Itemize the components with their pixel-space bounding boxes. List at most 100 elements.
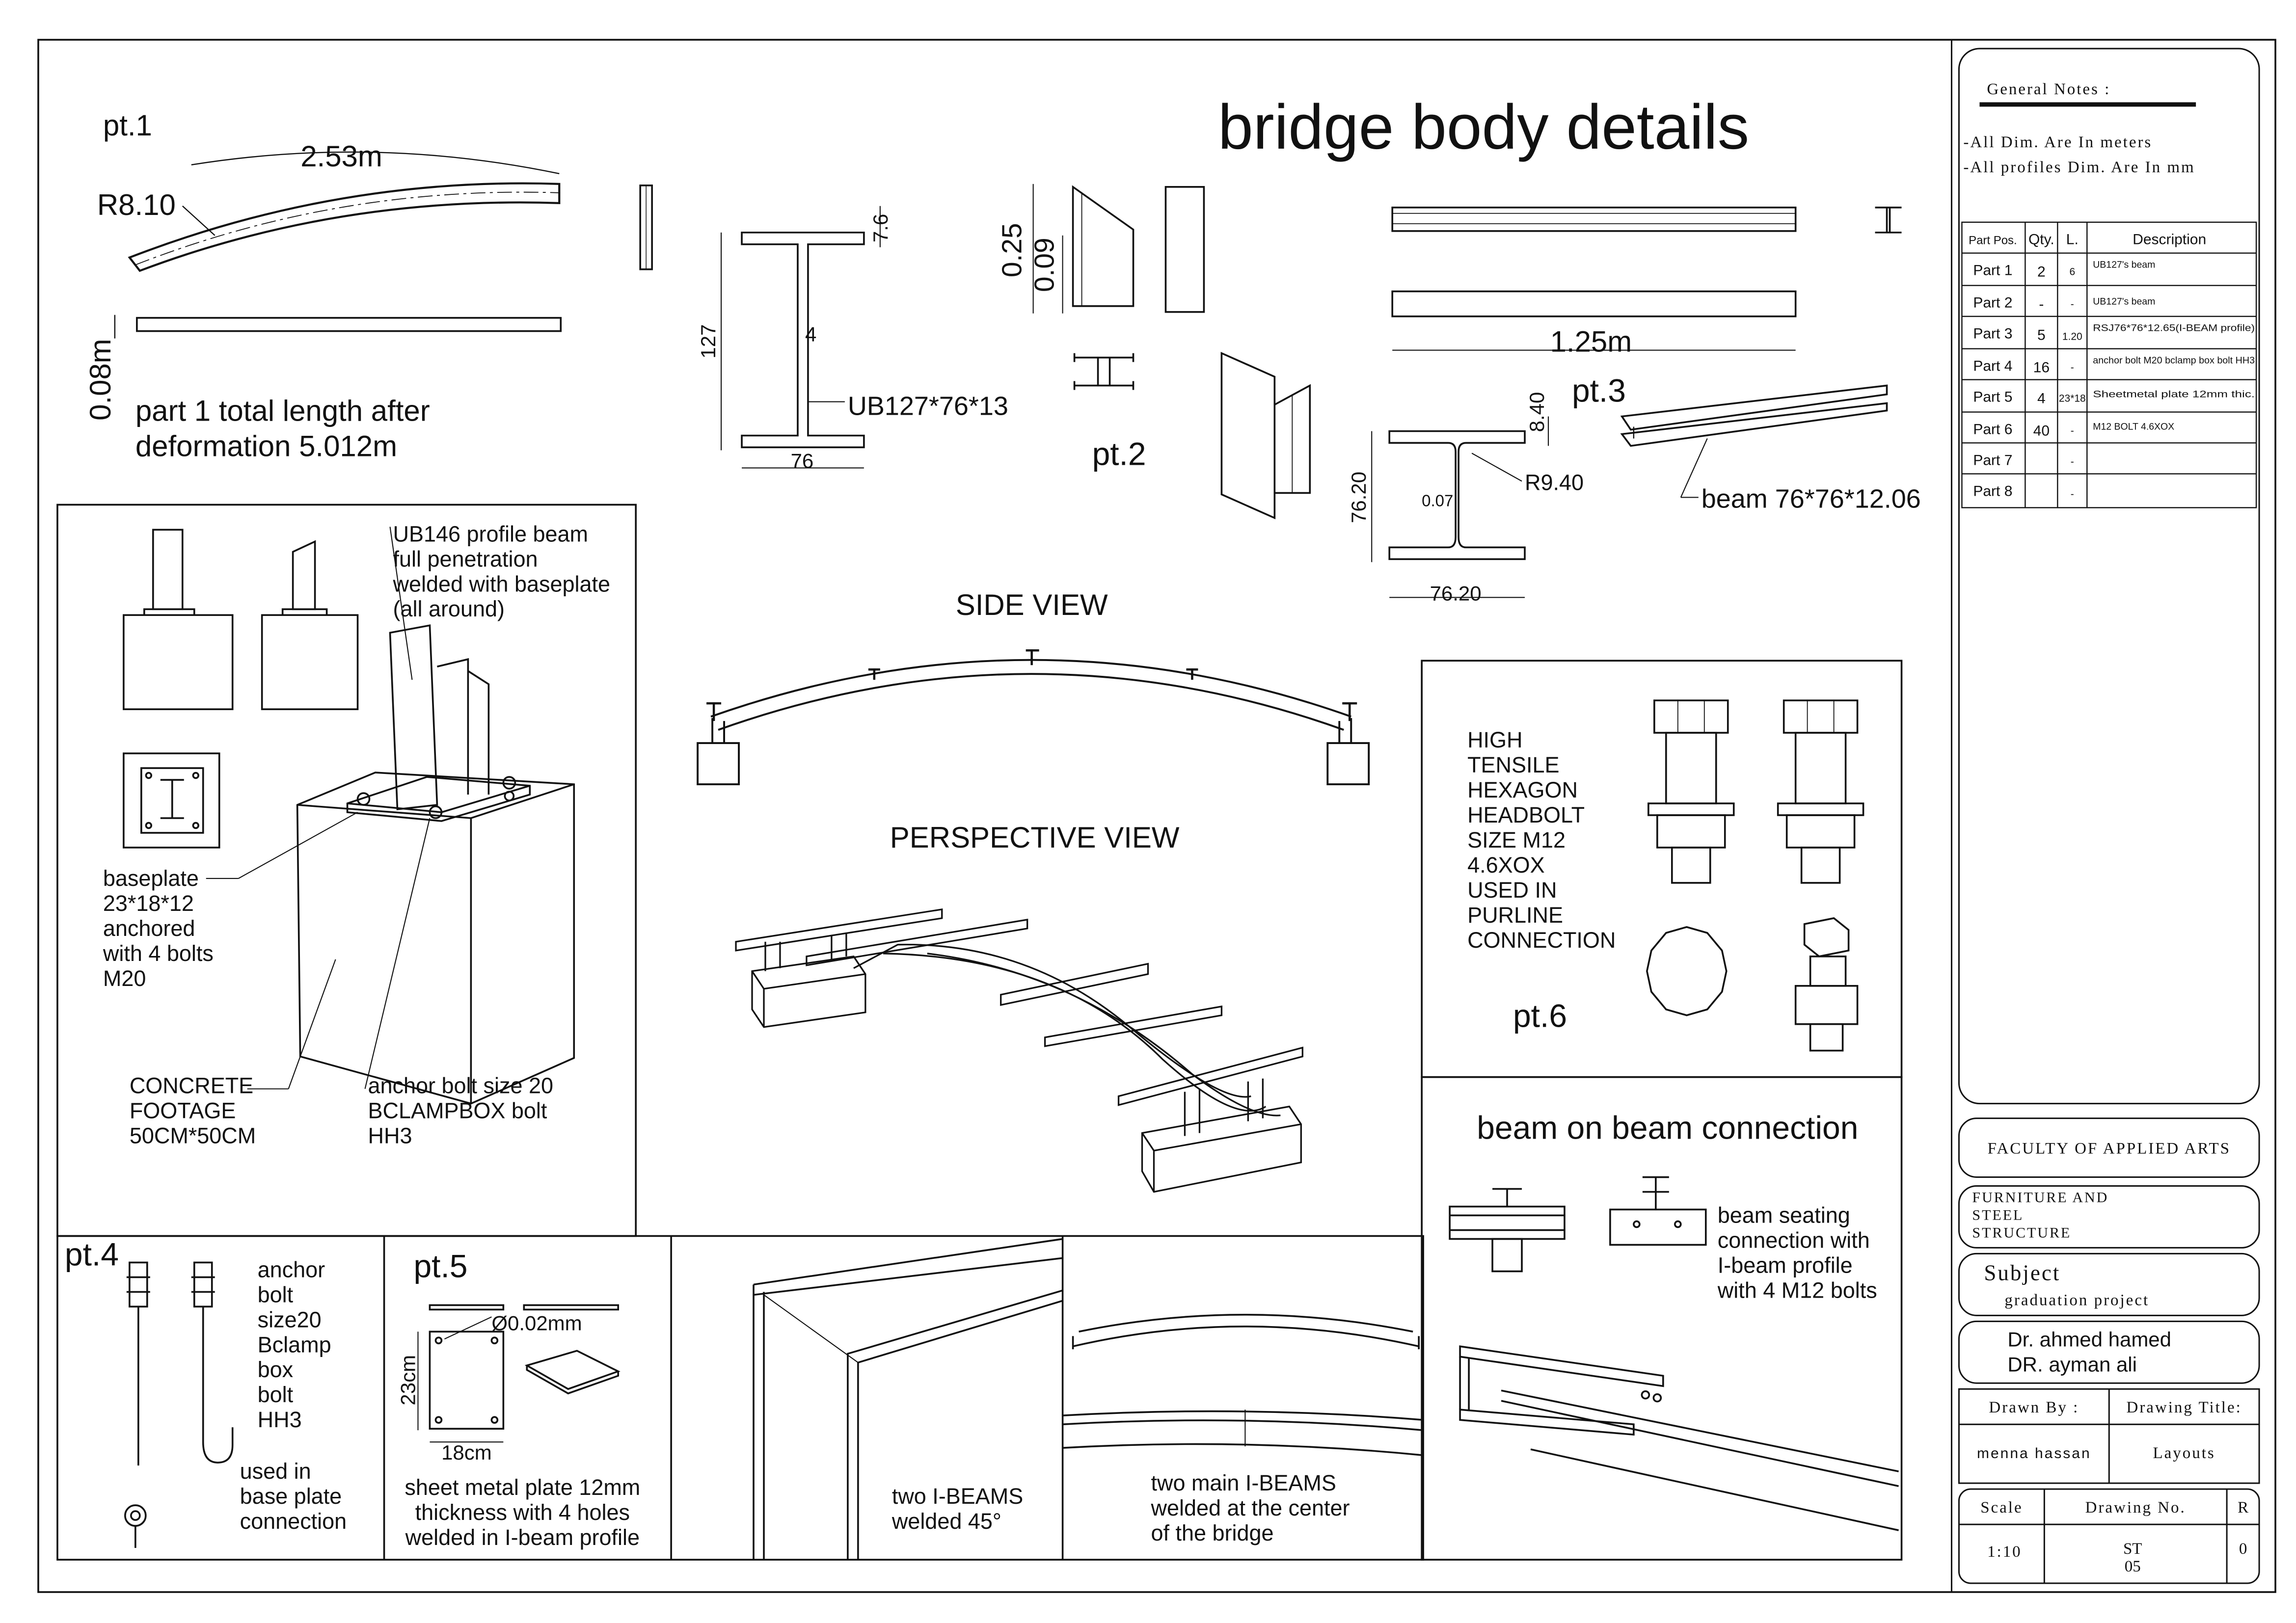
pt5-label: pt.5 — [413, 1248, 467, 1284]
beam-conn-text-4: with 4 M12 bolts — [1717, 1277, 1877, 1303]
tbl-r5-desc: Sheetmetal plate 12mm thic. — [2093, 389, 2255, 400]
pt3-label: pt.3 — [1572, 372, 1626, 409]
pt5-width: 18cm — [441, 1441, 492, 1464]
pt3-detail: 1.25m pt.3 beam 76*76*12.06 8.40 76.20 0… — [1347, 206, 1921, 605]
pt4-text-1: anchor — [258, 1257, 325, 1282]
pt6-text-8: PURLINE — [1467, 903, 1563, 928]
baseplate-3: anchored — [103, 916, 195, 941]
anchor-1: anchor bolt size 20 — [368, 1073, 553, 1098]
tbl-r3-len: 1.20 — [2062, 331, 2082, 343]
tbl-r8-len: - — [2071, 488, 2074, 500]
drawn-by-value: menna hassan — [1977, 1445, 2091, 1462]
ub-flange-dim: 7.6 — [869, 214, 892, 242]
bottom-strip: pt.4 anchor bolt size20 Bclamp box bolt … — [56, 1235, 1424, 1561]
perspective-view: PERSPECTIVE VIEW — [735, 821, 1303, 1193]
weld45-text-1: two I-BEAMS — [892, 1484, 1023, 1509]
tbl-head-len: L. — [2066, 232, 2079, 248]
drawing-no-value-2: 05 — [2125, 1558, 2141, 1575]
tbl-r3-pos: Part 3 — [1973, 326, 2012, 342]
dept-1: FURNITURE AND — [1972, 1189, 2108, 1205]
pt1-length-dim: 2.53m — [300, 140, 382, 173]
pt4-text-2: bolt — [258, 1282, 294, 1307]
pt6-text-2: TENSILE — [1467, 752, 1559, 777]
weld-center-text-3: of the bridge — [1151, 1520, 1273, 1545]
pt6-text-4: HEADBOLT — [1467, 802, 1585, 827]
pt4-used-2: base plate — [240, 1484, 342, 1509]
beam-connection-panel: beam on beam connection beam seating con… — [1421, 1076, 1903, 1561]
pt6-text-7: USED IN — [1467, 878, 1557, 903]
pt1-label: pt.1 — [103, 109, 152, 142]
ub-profile-name: UB127*76*13 — [848, 392, 1008, 421]
tbl-r4-len: - — [2071, 362, 2074, 373]
drawing-no-value-1: ST — [2123, 1540, 2142, 1558]
faculty-name: FACULTY OF APPLIED ARTS — [1988, 1140, 2231, 1158]
tbl-r2-len: - — [2071, 299, 2074, 310]
pt4-text-7: HH3 — [258, 1407, 302, 1432]
pt5-text-3: welded in I-beam profile — [405, 1525, 640, 1550]
title-block: General Notes : -All Dim. Are In meters … — [1958, 48, 2260, 1584]
tbl-r4-pos: Part 4 — [1973, 358, 2012, 374]
tbl-r6-qty: 40 — [2033, 423, 2050, 439]
sheet-border — [37, 39, 2276, 1593]
weld45-text-2: welded 45° — [891, 1509, 1001, 1534]
base-callout-1: UB146 profile beam — [393, 521, 588, 546]
tbl-r4-qty: 16 — [2033, 360, 2050, 376]
tbl-r6-desc: M12 BOLT 4.6XOX — [2093, 421, 2174, 432]
drawn-by-label: Drawn By : — [1989, 1399, 2079, 1416]
concrete-3: 50CM*50CM — [130, 1123, 256, 1148]
rev-label: R — [2238, 1499, 2248, 1517]
pt6-text-3: HEXAGON — [1467, 777, 1578, 802]
tbl-r5-pos: Part 5 — [1973, 389, 2012, 405]
base-callout-3: welded with baseplate — [392, 571, 610, 596]
dept-2: STEEL — [1972, 1207, 2024, 1223]
pt6-panel: HIGH TENSILE HEXAGON HEADBOLT SIZE M12 4… — [1421, 660, 1903, 1078]
beam-conn-text-1: beam seating — [1718, 1202, 1850, 1227]
tbl-r1-desc: UB127's beam — [2093, 260, 2155, 270]
pt3-web-dim: 0.07 — [1422, 491, 1453, 509]
ub-web-dim: 4 — [805, 323, 816, 346]
tbl-r7-len: - — [2071, 456, 2074, 467]
dept-3: STRUCTURE — [1972, 1224, 2071, 1241]
pt1-note-line1: part 1 total length after — [135, 395, 430, 427]
notes-heading: General Notes : — [1987, 80, 2110, 98]
base-callout-2: full penetration — [393, 546, 538, 571]
supervisor-2: DR. ayman ali — [2007, 1353, 2137, 1376]
tbl-head-desc: Description — [2133, 232, 2206, 248]
pt2-label: pt.2 — [1092, 435, 1146, 472]
concrete-2: FOOTAGE — [130, 1098, 236, 1123]
tbl-r2-desc: UB127's beam — [2093, 296, 2155, 307]
pt4-text-6: bolt — [258, 1382, 294, 1407]
concrete-1: CONCRETE — [130, 1073, 253, 1098]
ub-width-dim: 76 — [791, 449, 814, 472]
pt5-height: 23cm — [396, 1355, 419, 1406]
baseplate-2: 23*18*12 — [103, 891, 194, 916]
pt3-height-dim: 76.20 — [1347, 472, 1370, 523]
pt5-text-2: thickness with 4 holes — [415, 1500, 630, 1525]
pt4-text-4: Bclamp — [258, 1332, 331, 1357]
notes-line-2: -All profiles Dim. Are In mm — [1963, 159, 2195, 176]
anchor-2: BCLAMPBOX bolt — [368, 1098, 547, 1123]
pt1-note-line2: deformation 5.012m — [135, 429, 397, 462]
drawing-title: bridge body details — [1218, 92, 1749, 162]
drawing-no-label: Drawing No. — [2085, 1499, 2186, 1517]
baseplate-5: M20 — [103, 966, 146, 991]
pt2-dim-b: 0.09 — [1029, 238, 1060, 292]
tbl-head-qty: Qty. — [2028, 232, 2054, 248]
tbl-r5-qty: 4 — [2037, 391, 2046, 407]
subject-label: Subject — [1984, 1260, 2060, 1285]
weld-center-text-2: welded at the center — [1150, 1495, 1350, 1520]
pt4-text-5: box — [258, 1357, 294, 1382]
tbl-r7-pos: Part 7 — [1973, 452, 2012, 468]
beam-conn-title: beam on beam connection — [1477, 1110, 1858, 1146]
pt3-width-dim: 76.20 — [1430, 582, 1482, 605]
baseplate-4: with 4 bolts — [103, 941, 214, 966]
base-detail-panel: UB146 profile beam full penetration weld… — [56, 504, 637, 1237]
pt6-text-9: CONNECTION — [1467, 928, 1616, 953]
pt3-beam-name: beam 76*76*12.06 — [1702, 484, 1921, 513]
tbl-r2-pos: Part 2 — [1973, 295, 2012, 311]
beam-conn-text-3: I-beam profile — [1718, 1252, 1853, 1277]
tbl-r6-len: - — [2071, 425, 2074, 436]
tbl-r1-pos: Part 1 — [1973, 263, 2012, 279]
pt4-used-3: connection — [240, 1509, 347, 1534]
